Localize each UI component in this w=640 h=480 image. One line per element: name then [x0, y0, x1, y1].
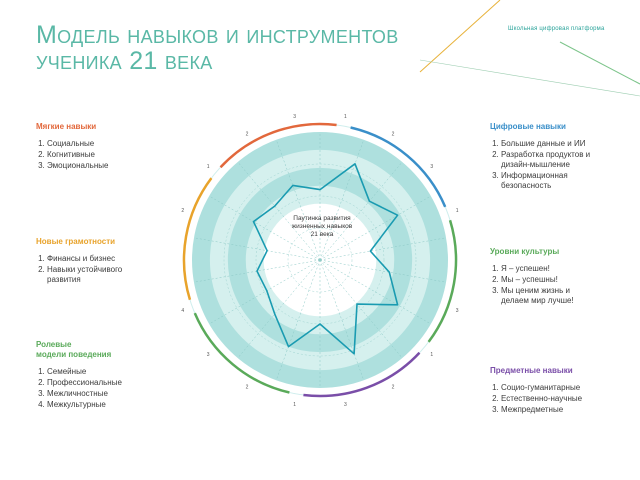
category-arc	[303, 351, 421, 398]
web-spoke	[319, 259, 447, 283]
level-gridline	[287, 227, 353, 293]
scale-number: 2	[181, 208, 184, 214]
web-spoke	[237, 259, 321, 359]
web-spoke	[193, 259, 321, 283]
title-line-2: ученика 21 века	[36, 47, 213, 75]
panel-heading: Цифровые навыки	[490, 122, 566, 131]
scale-number: 3	[207, 352, 210, 358]
panel-heading: Новые грамотности	[36, 237, 116, 246]
panel-heading: Предметные навыки	[490, 366, 573, 375]
list-item: Я – успешен!	[501, 264, 600, 274]
category-arc	[350, 126, 447, 208]
web-spoke	[209, 195, 321, 261]
list-item: Большие данные и ИИ	[501, 139, 620, 149]
list-item: Информационная безопасность	[501, 171, 620, 191]
list-item: Межкультурные	[47, 400, 176, 410]
panel-role-models: Ролевые модели поведения Семейные Профес…	[36, 340, 176, 411]
category-arc	[182, 177, 213, 301]
scale-number: 1	[207, 164, 210, 170]
panel-new-literacies: Новые грамотности Финансы и бизнес Навык…	[36, 237, 146, 286]
scale-number: 1	[456, 208, 459, 214]
category-arc	[219, 122, 337, 169]
category-arc	[427, 219, 458, 343]
scale-number: 1	[430, 352, 433, 358]
panel-heading: Уровни культуры	[490, 247, 560, 256]
list-item: Социальные	[47, 139, 176, 149]
list-item: Навыки устойчивого развития	[47, 265, 146, 285]
brand-label: Школьная цифровая платформа	[508, 26, 605, 32]
scale-number: 2	[246, 384, 249, 390]
page-title: Модель навыков и инструментов ученика 21…	[36, 22, 399, 74]
web-spoke	[319, 161, 403, 261]
panel-heading: Мягкие навыки	[36, 122, 97, 131]
list-item: Межпредметные	[501, 405, 620, 415]
scale-number: 4	[181, 308, 184, 314]
category-arc	[193, 312, 290, 394]
scale-number: 2	[246, 132, 249, 138]
web-spoke	[319, 237, 447, 261]
web-spoke	[193, 237, 321, 261]
scale-number: 2	[392, 132, 395, 138]
scale-number: 3	[456, 308, 459, 314]
list-item: Социо-гуманитарные	[501, 383, 620, 393]
web-spoke	[319, 259, 403, 359]
skills-profile-line	[252, 163, 399, 355]
scale-number: 3	[430, 164, 433, 170]
web-spoke	[319, 195, 431, 261]
scale-number: 3	[293, 114, 296, 120]
panel-culture-levels: Уровни культуры Я – успешен! Мы – успешн…	[490, 247, 600, 307]
list-item: Эмоциональные	[47, 161, 176, 171]
list-item: Семейные	[47, 367, 176, 377]
list-item: Разработка продуктов и дизайн-мышление	[501, 150, 620, 170]
panel-heading: Ролевые модели поведения	[36, 340, 112, 359]
skills-web-diagram: 123123123123412123	[181, 114, 459, 408]
web-spoke	[209, 259, 321, 325]
web-spoke	[237, 161, 321, 261]
web-center-label: Паутинка развития жизненных навыков 21 в…	[291, 215, 353, 238]
panel-digital-skills: Цифровые навыки Большие данные и ИИ Разр…	[490, 122, 620, 192]
list-item: Профессиональные	[47, 378, 176, 388]
scale-number: 1	[344, 114, 347, 120]
web-spoke	[319, 259, 365, 381]
scale-number: 1	[293, 402, 296, 408]
list-item: Финансы и бизнес	[47, 254, 146, 264]
list-item: Естественно-научные	[501, 394, 620, 404]
list-item: Межличностные	[47, 389, 176, 399]
panel-subject-skills: Предметные навыки Социо-гуманитарные Ест…	[490, 366, 620, 416]
scale-number: 2	[392, 384, 395, 390]
list-item: Когнитивные	[47, 150, 176, 160]
scale-number: 3	[344, 402, 347, 408]
panel-soft-skills: Мягкие навыки Социальные Когнитивные Эмо…	[36, 122, 176, 172]
level-gridline	[223, 163, 417, 357]
list-item: Мы ценим жизнь и делаем мир лучше!	[501, 286, 600, 306]
list-item: Мы – успешны!	[501, 275, 600, 285]
title-line-1: Модель навыков и инструментов	[36, 21, 399, 49]
